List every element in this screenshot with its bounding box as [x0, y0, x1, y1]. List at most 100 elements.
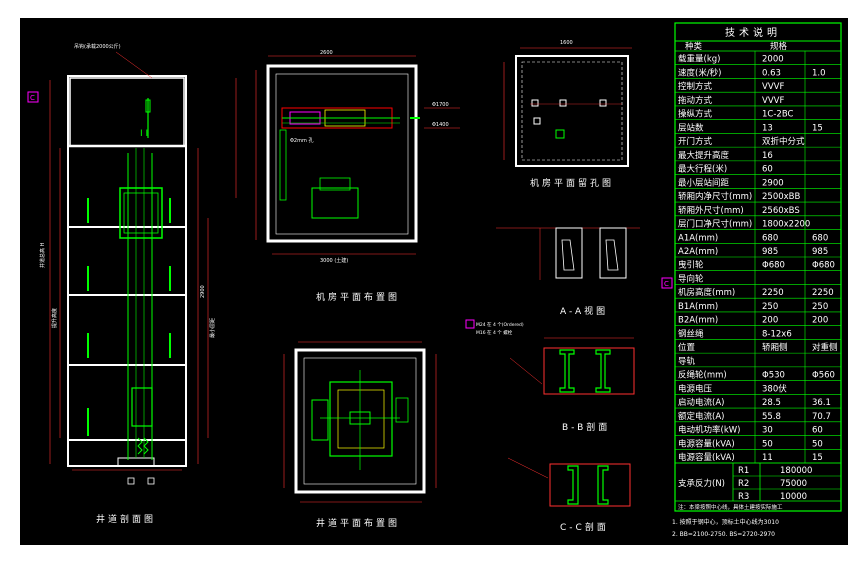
spec-row-value-1: 985	[762, 247, 778, 257]
spec-row-value-2: 680	[812, 233, 828, 243]
spec-row-value-2: 36.1	[812, 398, 831, 408]
section-cc: C-C剖面	[507, 457, 631, 533]
spec-row-value-2: 60	[812, 426, 823, 436]
svg-text:提升高度: 提升高度	[51, 308, 58, 328]
spec-note-2: 2. BB=2100-2750. BS=2720-2970	[672, 531, 775, 538]
svg-text:M16 在 4 个 螺栓: M16 在 4 个 螺栓	[476, 329, 513, 336]
cad-canvas: 井道总高 H 提升高度 2900 最小层距 吊钩(承载2000公斤) I I 井…	[27, 22, 842, 538]
spec-row-value-1: 2250	[762, 288, 784, 298]
spec-row-value-1: 60	[762, 165, 773, 175]
spec-row-value-1: Φ530	[762, 371, 785, 381]
spec-row-value-1: 50	[762, 439, 773, 449]
spec-row-value-1: 2900	[762, 178, 784, 188]
spec-row-label: A1A(mm)	[678, 233, 718, 243]
spec-row-value-2: 250	[812, 302, 828, 312]
spec-row-label: 启动电流(A)	[678, 397, 724, 408]
spec-row-value-1: 1C-2BC	[762, 110, 794, 120]
spec-row-value-2: Φ560	[812, 371, 835, 381]
spec-row-value-1: 2560xBS	[762, 206, 800, 216]
spec-row-label: 电源容量(kVA)	[678, 438, 735, 449]
spec-row-label: 层站数	[678, 122, 704, 133]
reaction-r1-value: 180000	[780, 466, 812, 476]
spec-row-label: 位置	[678, 342, 696, 353]
spec-table-title: 技术说明	[725, 26, 781, 39]
spec-row-value-1: 2000	[762, 55, 784, 65]
reaction-r2-value: 75000	[780, 479, 807, 489]
spec-row-label: 电源电压	[678, 383, 713, 394]
spec-row-value-2: 200	[812, 316, 828, 326]
spec-row-value-2: 1.0	[812, 68, 826, 78]
spec-row-value-1: 380伏	[762, 383, 787, 394]
svg-text:井道总高 H: 井道总高 H	[39, 242, 46, 268]
spec-row-value-2: 70.7	[812, 412, 831, 422]
spec-row-value-2: 15	[812, 123, 823, 133]
spec-row-value-2: Φ680	[812, 261, 835, 271]
caption-shaft-section: 井道剖面图	[96, 513, 156, 525]
spec-row-label: 速度(米/秒)	[678, 67, 722, 78]
spec-row-label: 电源容量(kVA)	[678, 452, 735, 463]
spec-row-value-2: 15	[812, 453, 823, 463]
svg-text:2900: 2900	[200, 285, 206, 298]
reaction-r3-value: 10000	[780, 492, 807, 502]
spec-row-label: 轿厢外尺寸(mm)	[678, 205, 744, 216]
spec-row-label: 最大提升高度	[678, 150, 730, 161]
spec-row-label: A2A(mm)	[678, 247, 718, 257]
spec-row-label: 导向轮	[678, 273, 704, 284]
caption-machine-room-holes: 机房平面留孔图	[530, 177, 614, 189]
spec-row-value-1: VVVF	[762, 82, 784, 92]
spec-row-label: B2A(mm)	[678, 316, 718, 326]
spec-row-label: 层门口净尺寸(mm)	[678, 219, 752, 230]
spec-row-value-1: Φ680	[762, 261, 785, 271]
spec-row-label: 曳引轮	[678, 260, 704, 271]
caption-machine-room-layout: 机房平面布置图	[316, 291, 400, 303]
spec-row-value-1: 680	[762, 233, 778, 243]
reaction-r1-name: R1	[738, 466, 749, 476]
svg-text:Φ1400: Φ1400	[432, 122, 449, 128]
spec-row-label: 额定电流(A)	[678, 411, 724, 422]
spec-table-header-0: 种类	[685, 41, 703, 52]
caption-section-bb: B-B剖面	[562, 421, 610, 433]
svg-text:1600: 1600	[560, 40, 573, 46]
marker-c-left-label: C	[30, 94, 35, 102]
shaft-section-view: 井道总高 H 提升高度 2900 最小层距 吊钩(承载2000公斤) I I 井…	[39, 43, 216, 525]
spec-row-value-1: 30	[762, 426, 773, 436]
svg-text:最小层距: 最小层距	[209, 318, 216, 338]
spec-row-value-1: 0.63	[762, 68, 781, 78]
spec-row-value-2: 50	[812, 439, 823, 449]
spec-row-value-1: 55.8	[762, 412, 781, 422]
spec-row-value-1: 28.5	[762, 398, 781, 408]
spec-row-label: 操纵方式	[678, 109, 713, 120]
section-bb: M24 在 4 个(Ordered) M16 在 4 个 螺栓 B-B剖面	[476, 321, 635, 433]
spec-row-value-1: 200	[762, 316, 778, 326]
spec-row-label: 机房高度(mm)	[678, 287, 735, 298]
spec-row-label: 开门方式	[678, 136, 713, 147]
spec-row-label: 导轨	[678, 356, 696, 367]
marker-c-right	[661, 277, 673, 289]
spec-row-label: 轿厢内净尺寸(mm)	[678, 191, 752, 202]
caption-view-aa: A-A视图	[560, 305, 608, 317]
spec-row-value-2: 对重侧	[812, 342, 838, 353]
spec-row-label: 控制方式	[678, 81, 713, 92]
spec-row-label: 电动机功率(kW)	[678, 425, 740, 436]
machine-room-holes-view: 1600 机房平面留孔图	[503, 40, 632, 189]
cad-drawing-sheet: 井道总高 H 提升高度 2900 最小层距 吊钩(承载2000公斤) I I 井…	[20, 18, 848, 545]
reaction-label: 支承反力(N)	[678, 478, 725, 489]
label-ii: I I	[140, 129, 148, 139]
caption-section-cc: C-C剖面	[560, 521, 609, 533]
marker-b	[465, 319, 475, 329]
reaction-r3-name: R3	[738, 492, 749, 502]
spec-row-label: 载重量(kg)	[678, 54, 720, 65]
spec-row-label: 拖动方式	[678, 95, 713, 106]
marker-c-left	[27, 91, 39, 103]
spec-table-header-1: 规格	[770, 41, 788, 52]
view-aa: A-A视图	[496, 227, 640, 317]
svg-text:3000 (土建): 3000 (土建)	[320, 257, 348, 264]
spec-row-value-1: 16	[762, 151, 773, 161]
spec-row-value-1: 8-12x6	[762, 329, 792, 339]
spec-row-value-2: 985	[812, 247, 828, 257]
spec-row-value-1: 250	[762, 302, 778, 312]
svg-text:M24 在 4 个(Ordered): M24 在 4 个(Ordered)	[476, 321, 524, 328]
spec-row-value-2: 2250	[812, 288, 834, 298]
marker-c-right-label: C	[664, 280, 669, 288]
